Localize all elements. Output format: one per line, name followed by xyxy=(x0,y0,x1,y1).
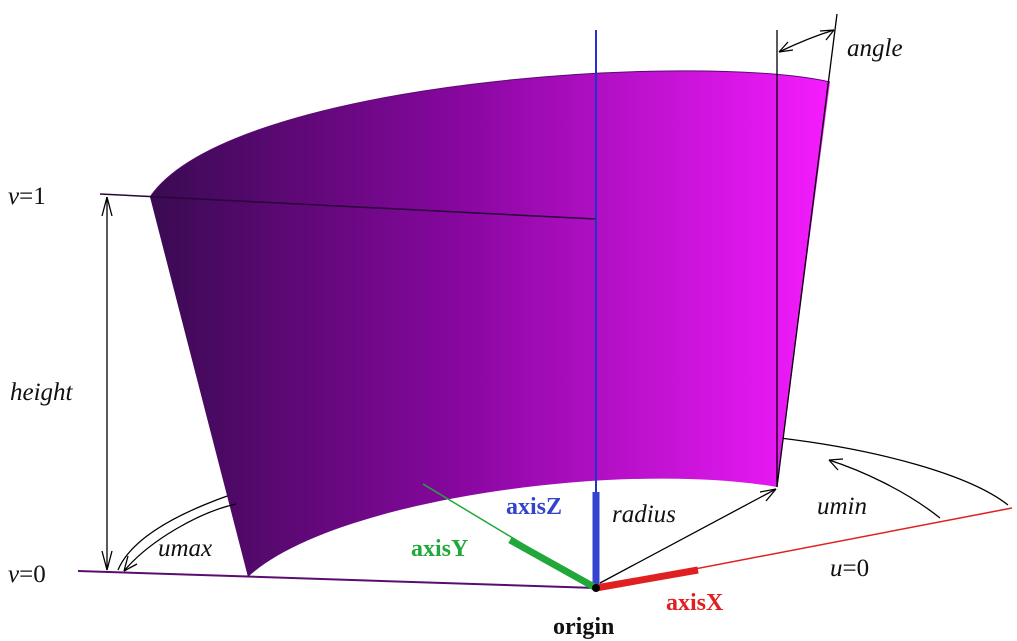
axisY-label: axisY xyxy=(411,536,468,562)
v0-var: v xyxy=(8,561,20,588)
axisZ-label: axisZ xyxy=(506,494,562,520)
conical-surface xyxy=(150,70,830,577)
v0-level-line xyxy=(77,570,597,589)
v0-val: =0 xyxy=(19,561,46,588)
umax-arc xyxy=(123,503,237,572)
v1-label: v=1 xyxy=(8,183,46,210)
radius-dimension-line xyxy=(599,488,777,584)
umin-label: umin xyxy=(817,493,867,520)
angle-arrow-left xyxy=(778,41,794,53)
umax-arrow xyxy=(123,555,138,572)
umax-label: umax xyxy=(158,535,212,562)
v1-level-line xyxy=(99,193,597,220)
height-label: height xyxy=(10,379,74,406)
umin-arrow xyxy=(828,458,844,471)
angle-extension-slanted xyxy=(776,13,838,488)
u0-var: u xyxy=(830,555,843,582)
axis-y-thick xyxy=(508,536,598,592)
height-arrow-top xyxy=(101,196,113,217)
v1-val: =1 xyxy=(19,183,46,210)
axis-x-thick xyxy=(595,566,699,592)
v1-var: v xyxy=(8,183,20,210)
u0-label: u=0 xyxy=(830,555,869,582)
origin-label: origin xyxy=(553,614,614,640)
surface-top-edge xyxy=(149,70,831,198)
axisX-label: axisX xyxy=(666,590,724,616)
radius-label: radius xyxy=(612,501,676,528)
height-arrow-bottom xyxy=(101,550,113,571)
angle-arrow-right xyxy=(819,29,835,41)
u0-val: =0 xyxy=(843,555,870,582)
radius-arrow-head xyxy=(759,488,777,502)
angle-label: angle xyxy=(847,35,903,62)
umin-arc xyxy=(828,459,941,519)
v0-label: v=0 xyxy=(8,561,46,588)
angle-arc xyxy=(778,29,835,53)
origin-point xyxy=(592,584,600,592)
